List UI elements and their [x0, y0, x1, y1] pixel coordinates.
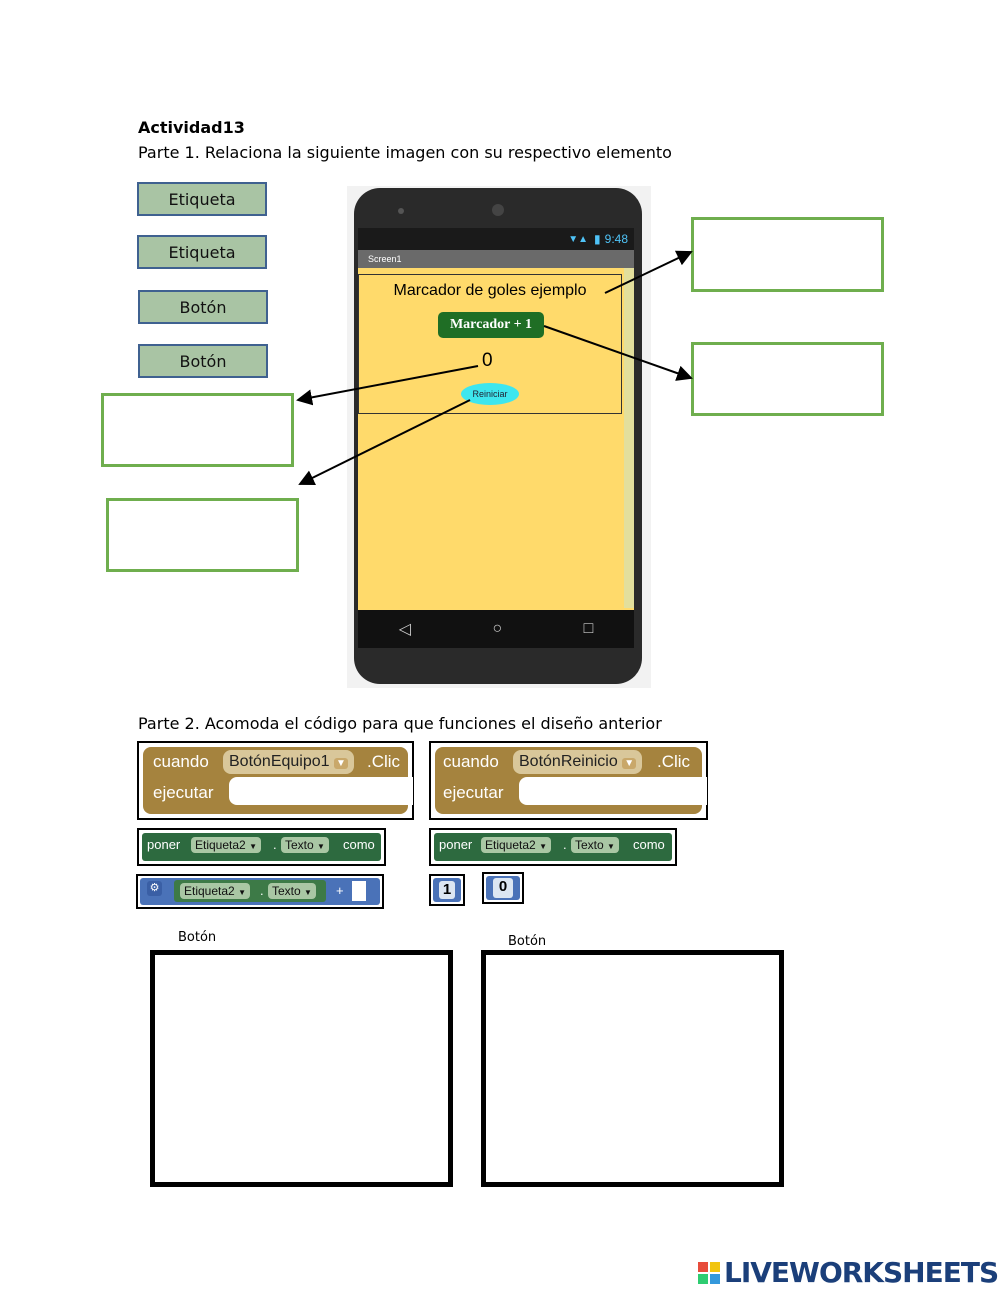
arrow-title-to-box: [604, 250, 693, 294]
set-block-1[interactable]: poner Etiqueta2 ▼ . Texto ▼ como: [137, 828, 386, 866]
component-name: Etiqueta2: [195, 838, 246, 852]
component-dropdown[interactable]: Etiqueta2 ▼: [481, 837, 551, 853]
drop-box-button-marcador[interactable]: [691, 342, 884, 416]
when-keyword: cuando: [153, 752, 209, 771]
component-name: Etiqueta2: [485, 838, 536, 852]
when-keyword: cuando: [443, 752, 499, 771]
event-name: .Clic: [657, 752, 691, 771]
arrow-button-to-box: [543, 325, 693, 381]
phone-camera: [492, 204, 504, 216]
set-keyword: poner: [439, 837, 473, 852]
input-socket[interactable]: [352, 881, 366, 901]
dropdown-arrow-icon: ▼: [317, 842, 325, 851]
answer-box-2[interactable]: [481, 950, 784, 1187]
chip-etiqueta-2[interactable]: Etiqueta: [137, 235, 267, 269]
activity-title: Actividad13: [138, 118, 245, 137]
arrow-reiniciar-to-box: [298, 399, 471, 485]
do-keyword: ejecutar: [443, 783, 504, 802]
do-keyword: ejecutar: [153, 783, 214, 802]
component-dropdown[interactable]: Etiqueta2 ▼: [180, 883, 250, 899]
dropdown-arrow-icon: ▼: [238, 888, 246, 897]
to-keyword: como: [633, 837, 665, 852]
event-name: .Clic: [367, 752, 401, 771]
back-icon[interactable]: ◁: [398, 621, 412, 638]
screen-scroll-strip: [624, 268, 634, 608]
battery-icon: ▮: [594, 232, 601, 246]
dot-separator: .: [260, 883, 264, 898]
number-block-0[interactable]: 0: [482, 872, 524, 904]
status-bar: ▼▲ ▮ 9:48: [358, 228, 634, 250]
wifi-signal-icon: ▼▲: [568, 233, 589, 245]
component-name: BotónReinicio: [519, 753, 618, 770]
reiniciar-button[interactable]: Reiniciar: [461, 383, 519, 405]
chip-boton-1[interactable]: Botón: [138, 290, 268, 324]
chip-etiqueta-1[interactable]: Etiqueta: [137, 182, 267, 216]
part2-instruction: Parte 2. Acomoda el código para que func…: [138, 714, 662, 733]
drop-box-label-title[interactable]: [691, 217, 884, 292]
dropdown-arrow-icon: ▼: [249, 842, 257, 851]
dropdown-arrow-icon: ▼: [304, 888, 312, 897]
number-value: 0: [493, 878, 513, 898]
property-dropdown[interactable]: Texto ▼: [571, 837, 619, 853]
brand-logo-icon: [698, 1261, 720, 1284]
set-keyword: poner: [147, 837, 181, 852]
counter-label: 0: [482, 350, 493, 371]
number-block-1[interactable]: 1: [429, 874, 465, 906]
answer-box-1[interactable]: [150, 950, 453, 1187]
brand-logo: LIVEWORKSHEETS: [698, 1256, 999, 1289]
property-name: Texto: [285, 838, 314, 852]
recent-apps-icon[interactable]: □: [583, 620, 594, 637]
part1-instruction: Parte 1. Relaciona la siguiente imagen c…: [138, 143, 672, 162]
home-icon[interactable]: ○: [492, 620, 503, 637]
marcador-button[interactable]: Marcador + 1: [438, 312, 544, 338]
number-value: 1: [439, 881, 455, 899]
dot-separator: .: [563, 837, 567, 852]
dot-separator: .: [273, 837, 277, 852]
event-block-boton-reinicio[interactable]: cuando BotónReinicio ▼ .Clic ejecutar: [429, 741, 708, 820]
property-dropdown[interactable]: Texto ▼: [268, 883, 316, 899]
component-dropdown[interactable]: Etiqueta2 ▼: [191, 837, 261, 853]
screen-title-bar: Screen1: [358, 250, 634, 268]
dropdown-arrow-icon: ▼: [622, 758, 637, 769]
property-dropdown[interactable]: Texto ▼: [281, 837, 329, 853]
plus-operator: +: [336, 883, 344, 898]
event-block-boton-equipo1[interactable]: cuando BotónEquipo1 ▼ .Clic ejecutar: [137, 741, 414, 820]
answer-label-1: Botón: [178, 930, 217, 945]
dropdown-arrow-icon: ▼: [607, 842, 615, 851]
drop-box-button-reiniciar[interactable]: [106, 498, 299, 572]
statement-slot[interactable]: [519, 777, 707, 805]
answer-label-2: Botón: [508, 934, 547, 949]
getter-block: Etiqueta2 ▼ . Texto ▼: [174, 880, 326, 902]
statement-slot[interactable]: [229, 777, 413, 805]
dropdown-arrow-icon: ▼: [539, 842, 547, 851]
component-dropdown[interactable]: BotónEquipo1 ▼: [223, 750, 354, 774]
nav-bar: ◁ ○ □: [358, 610, 634, 648]
phone-screen: ▼▲ ▮ 9:48 Screen1 Marcador de goles ejem…: [358, 228, 634, 648]
label-title: Marcador de goles ejemplo: [393, 282, 587, 299]
component-dropdown[interactable]: BotónReinicio ▼: [513, 750, 643, 774]
chip-boton-2[interactable]: Botón: [138, 344, 268, 378]
to-keyword: como: [343, 837, 375, 852]
set-block-body: [142, 833, 381, 861]
property-name: Texto: [272, 884, 301, 898]
connector-arrows: [296, 250, 693, 485]
gear-icon[interactable]: ⚙: [147, 881, 162, 896]
component-name: BotónEquipo1: [229, 753, 330, 770]
add-block[interactable]: ⚙ Etiqueta2 ▼ . Texto ▼ +: [136, 874, 384, 909]
status-time: 9:48: [604, 232, 628, 246]
brand-name: LIVEWORKSHEETS: [724, 1256, 999, 1289]
set-block-2[interactable]: poner Etiqueta2 ▼ . Texto ▼ como: [429, 828, 677, 866]
property-name: Texto: [575, 838, 604, 852]
component-name: Etiqueta2: [184, 884, 235, 898]
drop-box-label-counter[interactable]: [101, 393, 294, 467]
phone-sensor: [398, 208, 404, 214]
dropdown-arrow-icon: ▼: [333, 758, 348, 769]
set-block-body: [434, 833, 672, 861]
arrow-counter-to-box: [296, 365, 479, 406]
arrangement-frame: [358, 274, 622, 414]
